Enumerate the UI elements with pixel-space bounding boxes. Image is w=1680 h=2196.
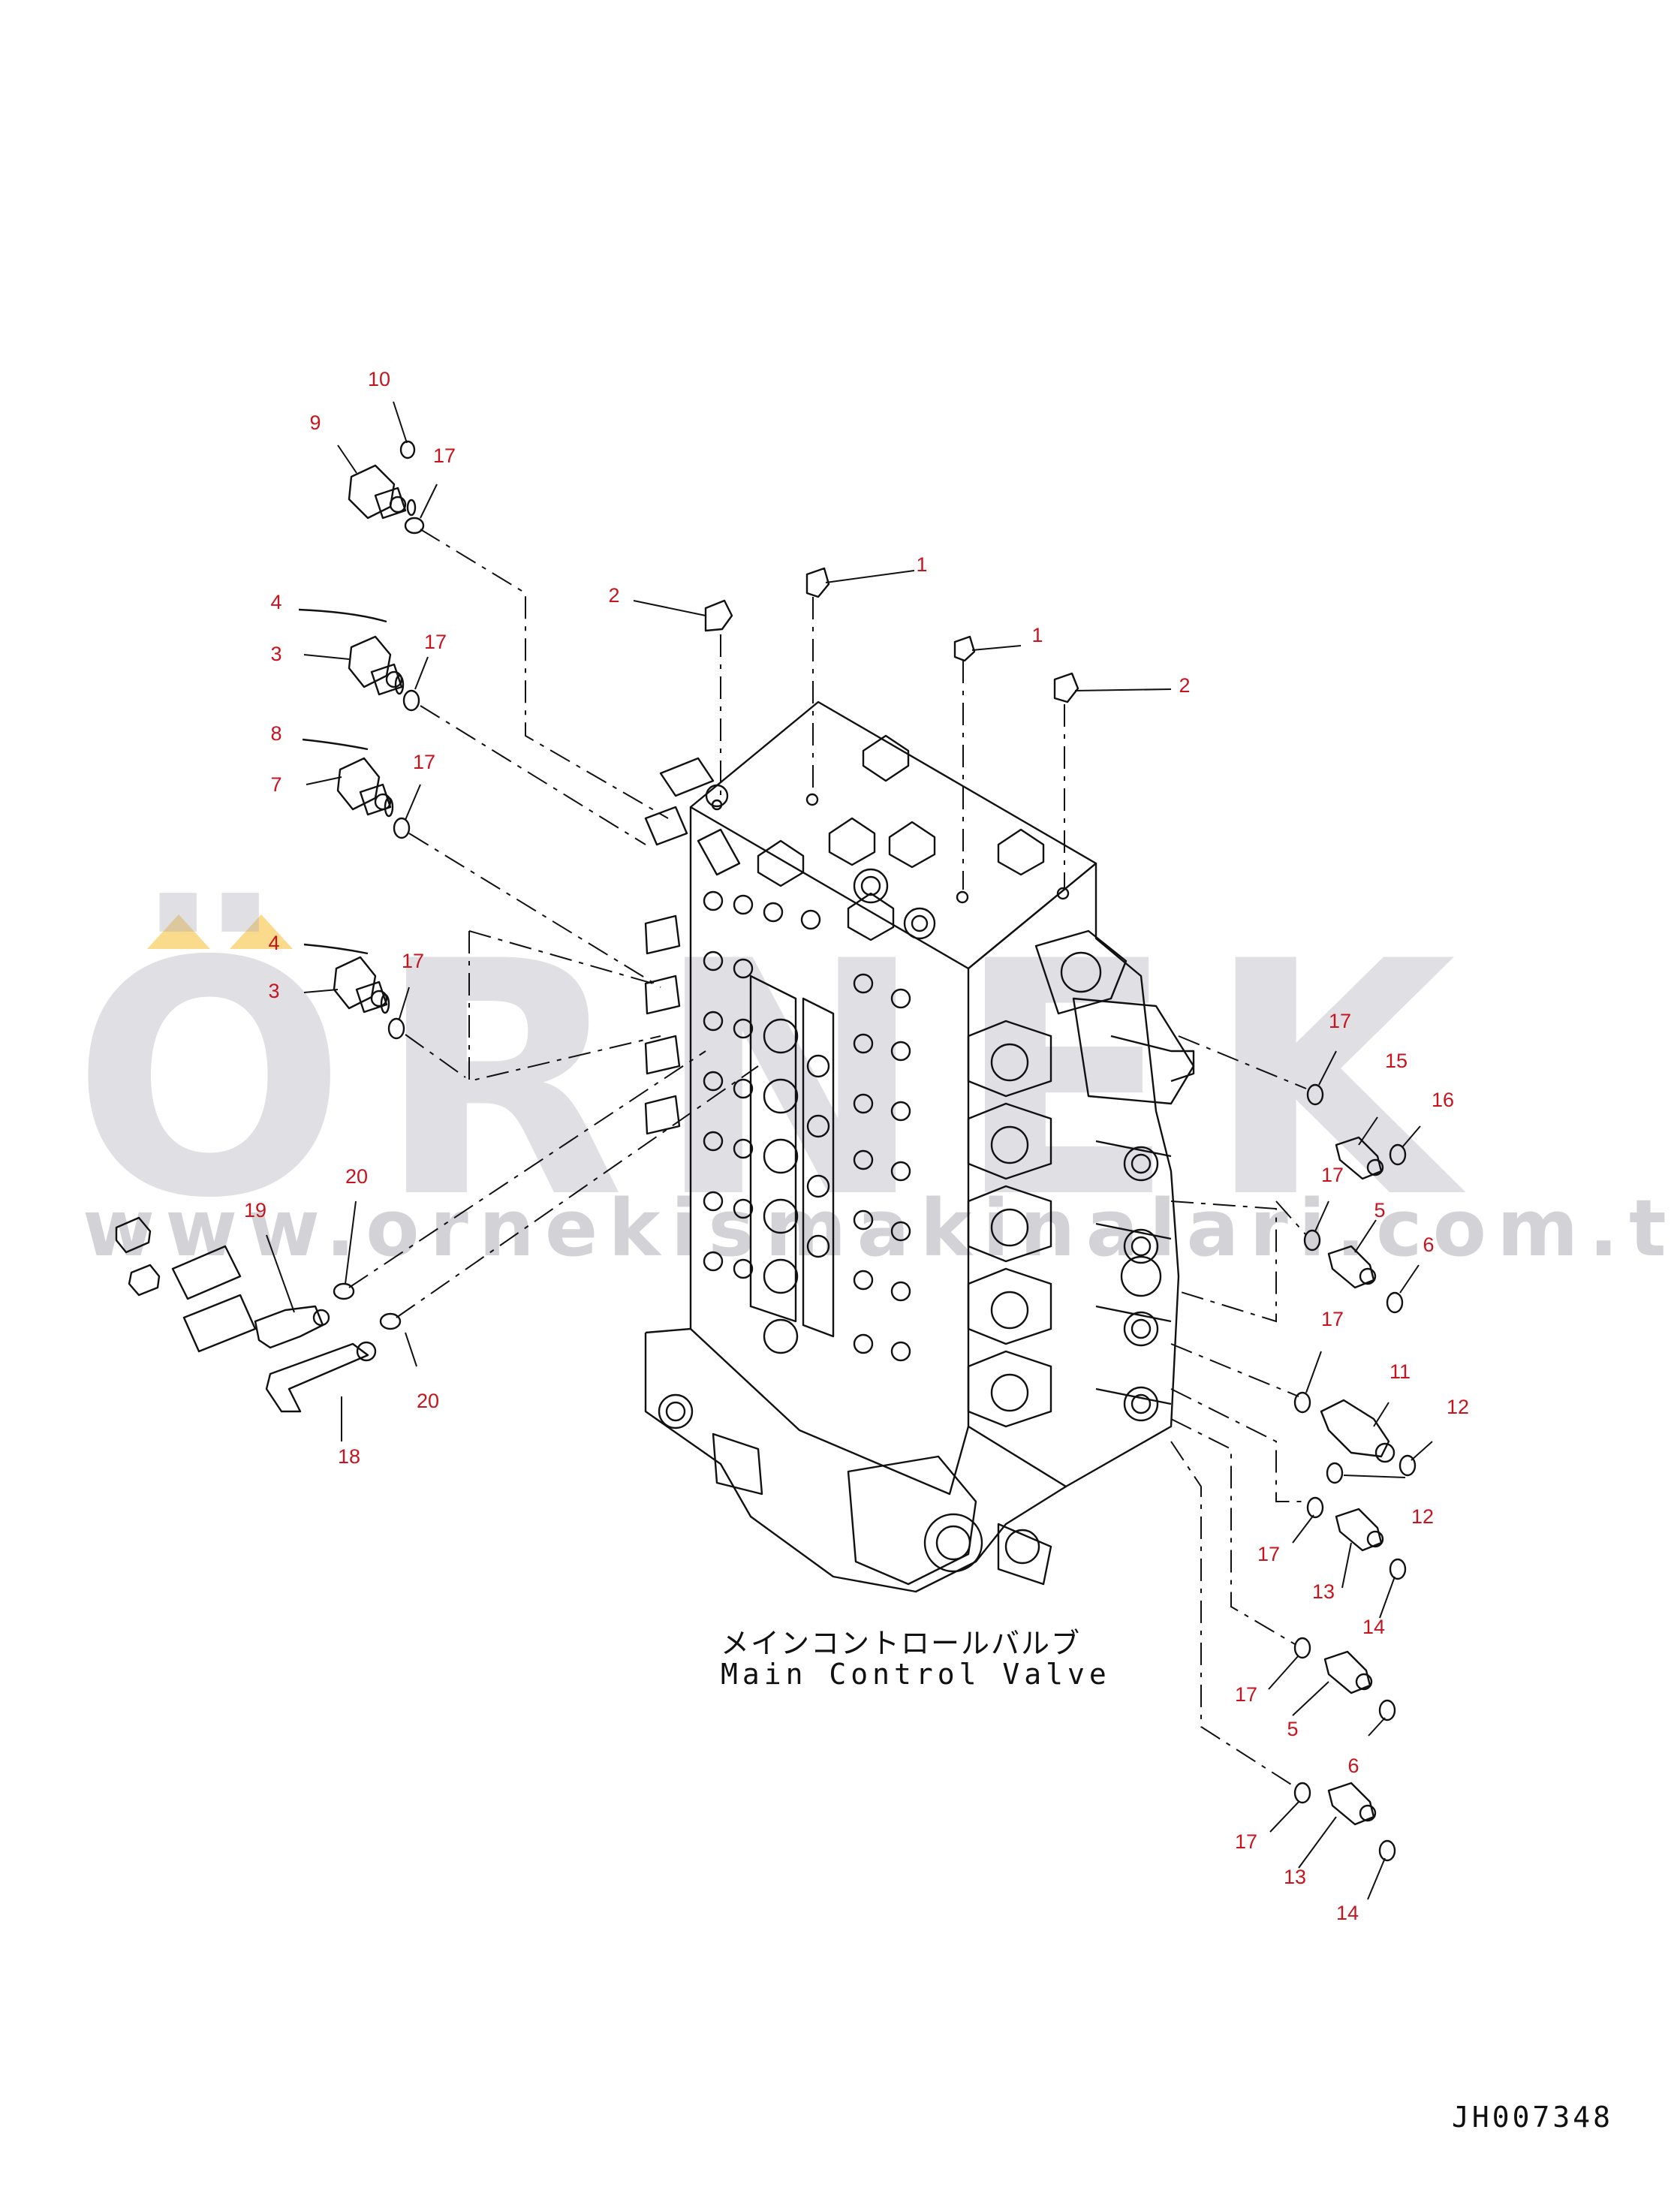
left-face-ports xyxy=(703,890,911,1362)
callout-20: 20 xyxy=(345,1165,369,1188)
fitting-3-lower xyxy=(303,943,390,1014)
callout-1: 1 xyxy=(1031,624,1043,646)
callout-4: 4 xyxy=(268,932,280,954)
callout-17: 17 xyxy=(1257,1543,1281,1565)
watermark-umlaut-right xyxy=(230,914,293,949)
caption-english: Main Control Valve xyxy=(721,1658,1111,1691)
callout-11: 11 xyxy=(1389,1360,1411,1383)
callout-8: 8 xyxy=(270,722,282,745)
o-ring-17g xyxy=(1293,1391,1311,1414)
fitting-19 xyxy=(254,1305,330,1349)
callout-19: 19 xyxy=(243,1199,267,1222)
callout-17: 17 xyxy=(1320,1308,1344,1330)
callout-17: 17 xyxy=(1320,1164,1344,1186)
valve-left-face xyxy=(689,807,970,1496)
callout-20: 20 xyxy=(416,1390,440,1412)
callout-18: 18 xyxy=(337,1445,361,1468)
fitting-15 xyxy=(1335,1136,1384,1180)
watermark-brand: ÖRNEK xyxy=(72,893,1486,1269)
valve-right-face xyxy=(968,862,1180,1488)
loose-fittings xyxy=(115,1216,257,1353)
assembly-lines xyxy=(348,529,1310,1788)
fitting-18 xyxy=(265,1341,377,1413)
o-ring-16 xyxy=(1389,1143,1407,1166)
plug-2b xyxy=(1053,672,1079,703)
o-ring-17c xyxy=(393,817,411,839)
fitting-13b xyxy=(1327,1782,1377,1826)
callout-13: 13 xyxy=(1283,1866,1307,1888)
o-ring-17b xyxy=(402,689,420,712)
callout-14: 14 xyxy=(1335,1902,1359,1924)
callout-2: 2 xyxy=(1179,674,1191,697)
o-ring-17a xyxy=(404,517,425,535)
left-face-fittings xyxy=(644,757,741,1135)
callout-14: 14 xyxy=(1362,1616,1386,1638)
callout-17: 17 xyxy=(1328,1010,1352,1032)
callout-17: 17 xyxy=(412,751,436,773)
fitting-11 xyxy=(1320,1399,1395,1463)
fitting-3-upper xyxy=(298,608,405,696)
fitting-13a xyxy=(1335,1508,1384,1552)
caption-japanese: メインコントロールバルブ xyxy=(721,1627,1082,1660)
callout-3: 3 xyxy=(268,980,280,1002)
o-ring-14b xyxy=(1378,1839,1396,1862)
plug-2a xyxy=(704,599,733,632)
plug-1b xyxy=(953,635,976,662)
callout-17: 17 xyxy=(1234,1683,1258,1706)
callout-17: 17 xyxy=(1234,1830,1258,1853)
leader-lines xyxy=(266,401,1433,1900)
callout-1: 1 xyxy=(916,553,928,576)
callout-10: 10 xyxy=(367,368,391,390)
callout-15: 15 xyxy=(1384,1050,1408,1072)
drawing-code: JH007348 xyxy=(1452,2101,1614,2134)
callout-6: 6 xyxy=(1347,1755,1359,1777)
o-ring-20b xyxy=(379,1312,402,1330)
o-ring-20a xyxy=(333,1282,355,1300)
callout-9: 9 xyxy=(309,411,321,434)
callout-16: 16 xyxy=(1431,1089,1455,1111)
top-plugs xyxy=(705,734,1070,941)
o-ring-17e xyxy=(1306,1083,1324,1106)
callout-12: 12 xyxy=(1411,1505,1435,1528)
callout-5: 5 xyxy=(1287,1718,1299,1740)
o-ring-12a xyxy=(1398,1454,1417,1477)
callout-12: 12 xyxy=(1446,1396,1470,1418)
fitting-5b xyxy=(1323,1650,1373,1694)
watermark-umlaut-left xyxy=(147,914,210,949)
callout-17: 17 xyxy=(401,950,425,972)
fitting-7 xyxy=(302,738,394,818)
callout-7: 7 xyxy=(270,773,282,796)
o-ring-6b xyxy=(1378,1699,1396,1722)
o-ring-14a xyxy=(1389,1558,1407,1580)
o-ring-17j xyxy=(1293,1782,1311,1804)
callout-5: 5 xyxy=(1374,1199,1386,1222)
callout-3: 3 xyxy=(270,643,282,665)
callout-17: 17 xyxy=(432,444,456,467)
o-ring-10 xyxy=(399,440,416,459)
callout-2: 2 xyxy=(608,584,620,607)
o-ring-17i xyxy=(1293,1637,1311,1659)
plug-1a xyxy=(805,567,830,598)
callout-17: 17 xyxy=(423,631,447,653)
o-ring-17h xyxy=(1306,1496,1324,1519)
callout-4: 4 xyxy=(270,591,282,613)
valve-bottom-housing xyxy=(644,1327,1067,1593)
fitting-5a xyxy=(1327,1245,1377,1289)
o-ring-17f xyxy=(1303,1229,1321,1252)
fitting-9-elbow xyxy=(348,464,417,520)
callout-13: 13 xyxy=(1311,1580,1335,1603)
o-ring-12b xyxy=(1326,1462,1344,1484)
o-ring-17d xyxy=(387,1017,405,1040)
right-face-spools xyxy=(967,929,1195,1428)
callout-6: 6 xyxy=(1423,1234,1435,1256)
o-ring-6a xyxy=(1386,1291,1404,1314)
